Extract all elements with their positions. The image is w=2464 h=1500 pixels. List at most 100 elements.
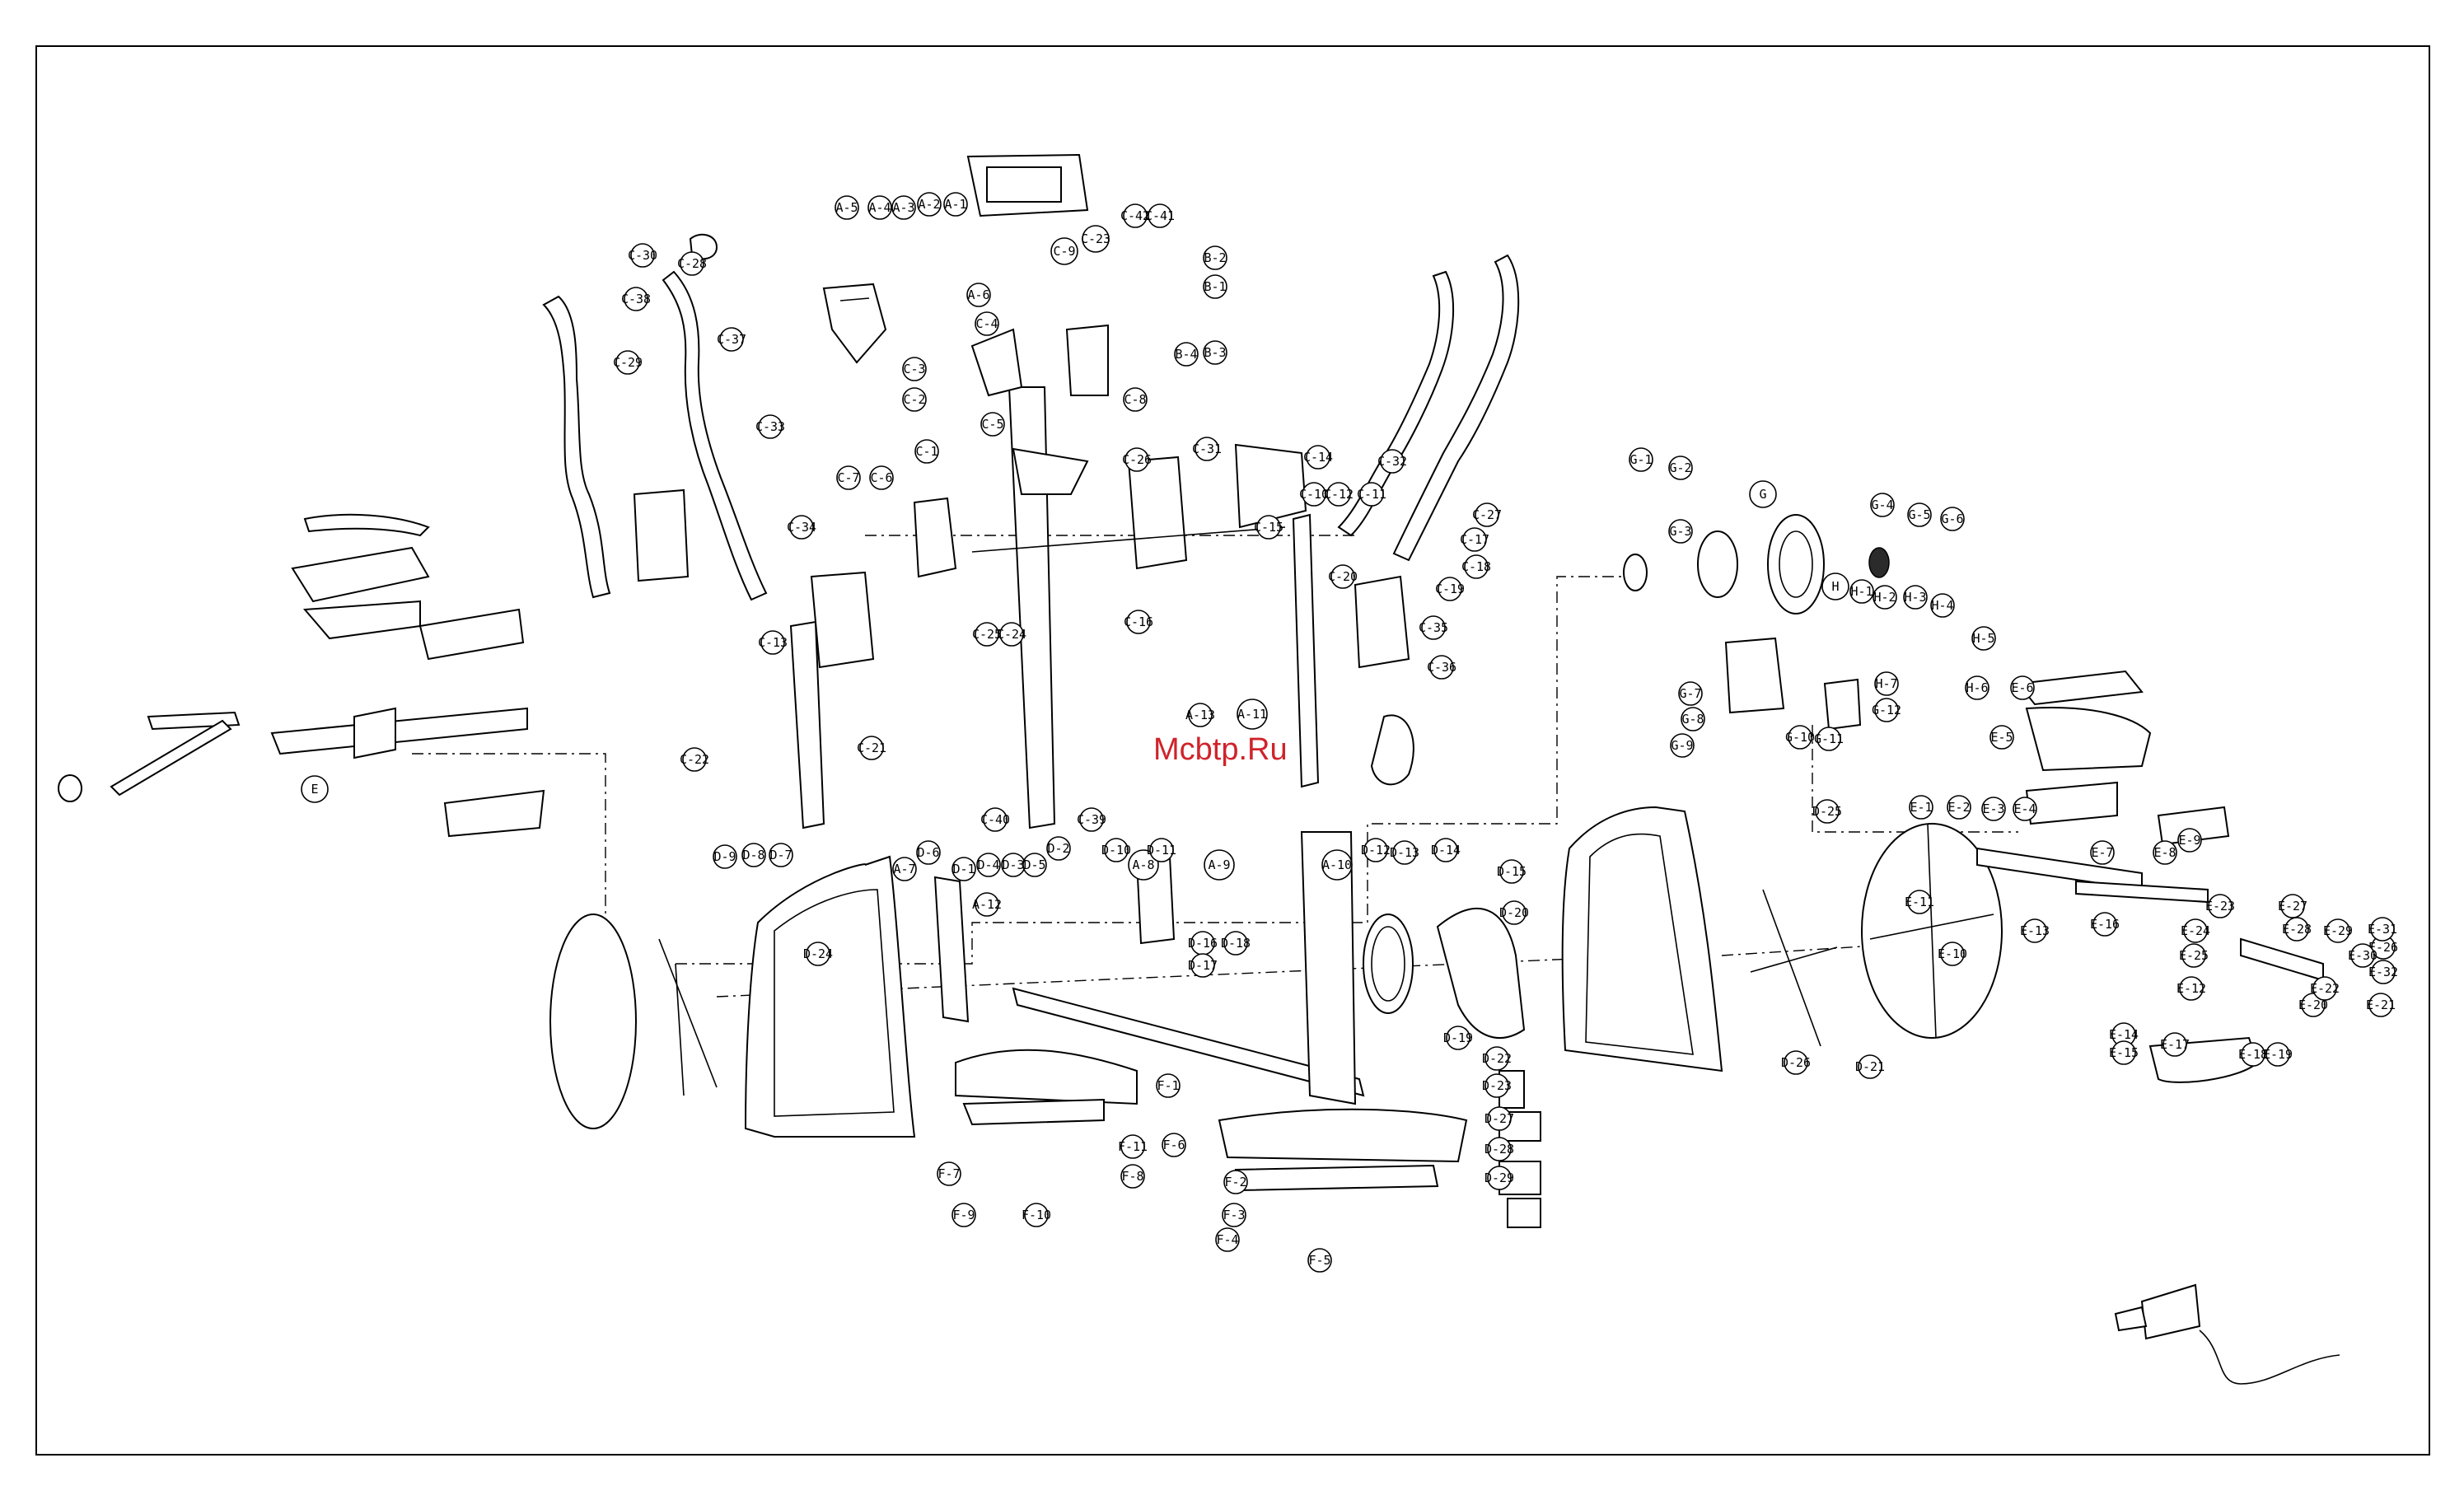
part-label-a-1: A-1 [943,192,968,217]
left-pedal-assembly [58,513,545,838]
part-label-circle [682,747,707,772]
part-label-circle [1050,237,1078,265]
part-label-h-2: H-2 [1873,585,1897,610]
part-label-e-29: E-29 [2323,918,2353,943]
center-column [913,324,1307,829]
part-label-text: H [1831,579,1839,594]
part-label-circle [1421,615,1446,640]
part-label-circle [1148,203,1172,228]
part-label-text: G-12 [1872,703,1901,717]
part-label-text: B-4 [1175,347,1197,362]
part-label-d-16: D-16 [1188,931,1218,956]
part-label-circle [951,1203,976,1227]
part-label-circle [2022,918,2047,943]
part-label-g: G [1749,480,1777,508]
part-label-circle [917,192,942,217]
part-label-text: C-40 [980,812,1010,827]
part-label-circle [1873,585,1897,610]
part-label-c-31: C-31 [1192,437,1222,461]
part-label-g-11: G-11 [1814,727,1844,751]
part-label-a-4: A-4 [867,195,892,220]
part-label-circle [1123,203,1148,228]
part-label-circle [1188,703,1213,727]
part-label-c-23: C-23 [1081,225,1110,253]
part-label-b-2: B-2 [1203,245,1227,270]
part-label-a-10: A-10 [1321,849,1353,881]
part-label-d-13: D-13 [1390,840,1419,865]
part-label-text: A-6 [967,287,989,302]
part-label-text: F-7 [937,1166,960,1181]
part-label-circle [1438,577,1462,601]
part-label-text: G-8 [1681,712,1704,727]
part-label-b-3: B-3 [1203,340,1227,365]
part-label-c-22: C-22 [680,747,709,772]
part-label-text: E [311,782,318,797]
part-label-c-3: C-3 [902,357,927,381]
part-label-text: D-12 [1361,843,1391,857]
part-label-circle [835,195,859,220]
part-label-text: E-10 [1938,946,1967,961]
part-label-circle [1203,274,1227,299]
part-label-c-20: C-20 [1328,564,1358,589]
part-label-c-33: C-33 [755,414,785,439]
part-label-circle [1433,838,1458,862]
part-label-f-11: F-11 [1118,1134,1148,1159]
part-label-text: E-3 [1982,801,2004,816]
part-label-circle [2241,1042,2265,1067]
part-label-a-6: A-6 [966,283,991,307]
part-label-c-4: C-4 [975,311,999,336]
part-label-circle [760,630,785,655]
part-label-e-26: E-26 [2368,935,2398,960]
part-label-text: C-32 [1377,454,1407,469]
part-label-circle [1446,1026,1470,1050]
part-label-c-15: C-15 [1254,515,1283,540]
part-label-circle [1681,707,1705,731]
part-label-text: G-5 [1908,507,1930,522]
part-label-circle [1124,447,1149,472]
part-label-circle [1128,849,1159,881]
part-label-c-21: C-21 [857,736,886,760]
part-label-e-30: E-30 [2348,943,2378,968]
part-label-text: E-13 [2020,923,2050,938]
part-label-e-6: E-6 [2010,675,2035,700]
center-flywheel [1363,908,1526,1039]
part-label-circle [2326,918,2350,943]
part-label-e-12: E-12 [2176,976,2206,1001]
part-label-d-12: D-12 [1361,838,1391,862]
part-label-circle [2013,797,2037,821]
part-label-circle [1749,480,1777,508]
part-label-e-18: E-18 [2238,1042,2268,1067]
part-label-text: C-19 [1435,582,1465,596]
part-label-text: C-6 [870,470,892,485]
part-label-text: D-13 [1390,845,1419,860]
part-label-e: E [301,775,329,803]
part-label-text: D-3 [1002,857,1024,872]
part-label-text: C-3 [903,362,925,376]
part-label-text: D-16 [1188,936,1218,951]
part-label-b-4: B-4 [1174,342,1199,367]
part-label-circle [1874,698,1899,722]
part-label-text: C-36 [1427,660,1456,675]
part-label-g-3: G-3 [1668,519,1693,544]
part-label-circle [1668,519,1693,544]
part-label-circle [976,853,1001,877]
part-label-c-5: C-5 [980,412,1005,437]
part-label-circle [2280,894,2305,918]
part-label-e-3: E-3 [1981,797,2006,821]
part-label-text: D-1 [952,862,975,876]
part-label-circle [1126,610,1151,634]
part-label-circle [1487,1106,1512,1131]
part-label-circle [1678,681,1703,706]
part-label-c-16: C-16 [1124,610,1153,634]
part-label-c-41: C-41 [1145,203,1175,228]
part-label-circle [836,465,861,490]
part-label-a-11: A-11 [1237,699,1268,730]
part-label-circle [806,942,830,966]
part-label-b-1: B-1 [1203,274,1227,299]
part-label-circle [859,736,884,760]
part-label-c-18: C-18 [1461,554,1491,579]
part-label-text: D-26 [1781,1055,1811,1070]
part-label-e-15: E-15 [2109,1040,2139,1065]
part-label-text: E-24 [2181,923,2210,938]
part-label-text: C-15 [1254,520,1283,535]
